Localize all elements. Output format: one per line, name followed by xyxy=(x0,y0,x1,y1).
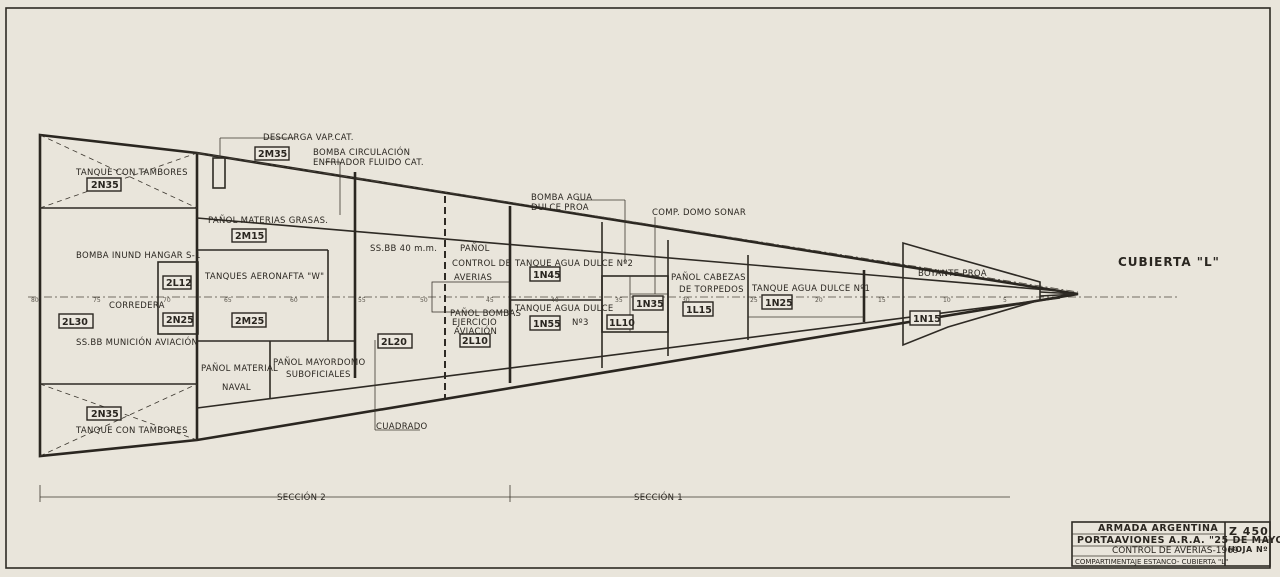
tb-subject: CONTROL DE AVERIAS-1969 xyxy=(1112,546,1239,556)
label-tanque-dulce-1: TANQUE AGUA DULCE Nº1 xyxy=(751,284,870,294)
label-panol-control-1: PAÑOL xyxy=(460,243,490,254)
label-tanque-tambores-bottom: TANQUE CON TAMBORES xyxy=(75,426,188,436)
label-descarga: DESCARGA VAP.CAT. xyxy=(263,133,354,143)
label-tanque-dulce-3a: TANQUE AGUA DULCE xyxy=(514,304,614,314)
tb-number: Z 450 xyxy=(1229,525,1269,538)
frame-number: 10 xyxy=(943,297,951,304)
code-2l20: 2L20 xyxy=(381,337,407,348)
frame-number: 35 xyxy=(615,297,623,304)
label-tanque-tambores-top: TANQUE CON TAMBORES xyxy=(75,168,188,178)
section-1-label: SECCIÓN 1 xyxy=(634,491,683,503)
label-cuadrado: CUADRADO xyxy=(376,422,428,432)
label-panol-grasas: PAÑOL MATERIAS GRASAS. xyxy=(208,215,328,226)
tb-vessel: PORTAAVIONES A.R.A. "25 DE MAYO" xyxy=(1077,535,1280,546)
label-panol-material-1: PAÑOL MATERIAL xyxy=(201,363,278,374)
frame-number: 70 xyxy=(163,297,171,304)
title-block xyxy=(1071,521,1271,567)
label-ssbb-municion: SS.BB MUNICIÓN AVIACIÓN xyxy=(76,336,198,348)
code-1n15: 1N15 xyxy=(913,314,941,325)
frame-number: 15 xyxy=(878,297,886,304)
label-bomba-agua-1: BOMBA AGUA xyxy=(531,193,592,203)
label-panol-torpedos-2: DE TORPEDOS xyxy=(679,285,744,295)
label-tanque-dulce-3b: Nº3 xyxy=(572,318,589,328)
code-2l10: 2L10 xyxy=(462,336,488,347)
boyante-hull xyxy=(902,241,1041,347)
label-panol-bombas-1: PAÑOL BOMBAS xyxy=(450,308,521,319)
code-1l10: 1L10 xyxy=(609,318,635,329)
label-panol-mayordomo-2: SUBOFICIALES xyxy=(286,370,351,380)
label-comp-domo: COMP. DOMO SONAR xyxy=(652,208,746,218)
code-1l15: 1L15 xyxy=(686,305,712,316)
frame-number: 30 xyxy=(682,297,690,304)
corredera-box xyxy=(157,261,199,335)
drawing-title: CUBIERTA "L" xyxy=(1118,255,1220,269)
code-2m25: 2M25 xyxy=(235,316,264,327)
sheet-border xyxy=(5,7,1271,569)
frame-number: 55 xyxy=(358,297,366,304)
code-1n45: 1N45 xyxy=(533,270,561,281)
code-2m35: 2M35 xyxy=(258,149,287,160)
code-2n35-bottom: 2N35 xyxy=(91,409,119,420)
code-1n25: 1N25 xyxy=(765,298,793,309)
label-bomba-agua-2: DULCE PROA xyxy=(531,203,589,213)
frame-number: 80 xyxy=(31,297,39,304)
frame-number: 60 xyxy=(290,297,298,304)
label-panol-control-3: AVERIAS xyxy=(454,273,492,283)
label-bomba-circ-2: ENFRIADOR FLUIDO CAT. xyxy=(313,158,424,168)
code-2m15: 2M15 xyxy=(235,231,264,242)
code-2n35-top: 2N35 xyxy=(91,180,119,191)
label-tanques-aeronafta: TANQUES AERONAFTA "W" xyxy=(204,272,324,282)
hull-outline xyxy=(38,133,1079,458)
label-bomba-inund: BOMBA INUND HANGAR S-1 xyxy=(76,251,201,261)
frame-number: 25 xyxy=(750,297,758,304)
inner-hull-top xyxy=(196,217,1061,292)
label-panol-torpedos-1: PAÑOL CABEZAS xyxy=(671,272,746,283)
code-1n35: 1N35 xyxy=(636,299,664,310)
label-panol-material-2: NAVAL xyxy=(222,383,251,393)
frame-number: 40 xyxy=(551,297,559,304)
frame-number-ticks: 80 75 70 65 60 55 50 45 40 35 30 25 20 15 10 5 xyxy=(31,297,1007,304)
tb-org: ARMADA ARGENTINA xyxy=(1098,523,1218,534)
frame-number: 45 xyxy=(486,297,494,304)
code-1n55: 1N55 xyxy=(533,319,561,330)
label-panol-bombas-2: EJERCICIO xyxy=(452,318,497,328)
frame-number: 20 xyxy=(815,297,823,304)
tb-drawing: COMPARTIMENTAJE ESTANCO- CUBIERTA "L" xyxy=(1075,558,1228,566)
label-ssbb-40mm: SS.BB 40 m.m. xyxy=(370,244,437,254)
frame-number: 50 xyxy=(420,297,428,304)
label-panol-control-2: CONTROL DE xyxy=(452,259,511,269)
frame-number: 75 xyxy=(93,297,101,304)
frame-number: 65 xyxy=(224,297,232,304)
label-bomba-circ-1: BOMBA CIRCULACIÓN xyxy=(313,146,410,158)
label-corredera: CORREDERA xyxy=(109,301,165,311)
frame-number: 5 xyxy=(1003,297,1007,304)
code-2n25: 2N25 xyxy=(166,315,194,326)
label-panol-mayordomo-1: PAÑOL MAYORDOMO xyxy=(273,357,365,368)
code-2l12: 2L12 xyxy=(166,278,192,289)
label-boyante: BOYANTE PROA xyxy=(918,269,987,279)
code-2l30: 2L30 xyxy=(62,317,88,328)
tb-sheet: HOJA Nº xyxy=(1228,545,1268,554)
label-panol-bombas-3: AVIACIÓN xyxy=(454,325,497,337)
label-tanque-dulce-2: TANQUE AGUA DULCE Nº2 xyxy=(514,259,633,269)
section-2-label: SECCIÓN 2 xyxy=(277,491,326,503)
